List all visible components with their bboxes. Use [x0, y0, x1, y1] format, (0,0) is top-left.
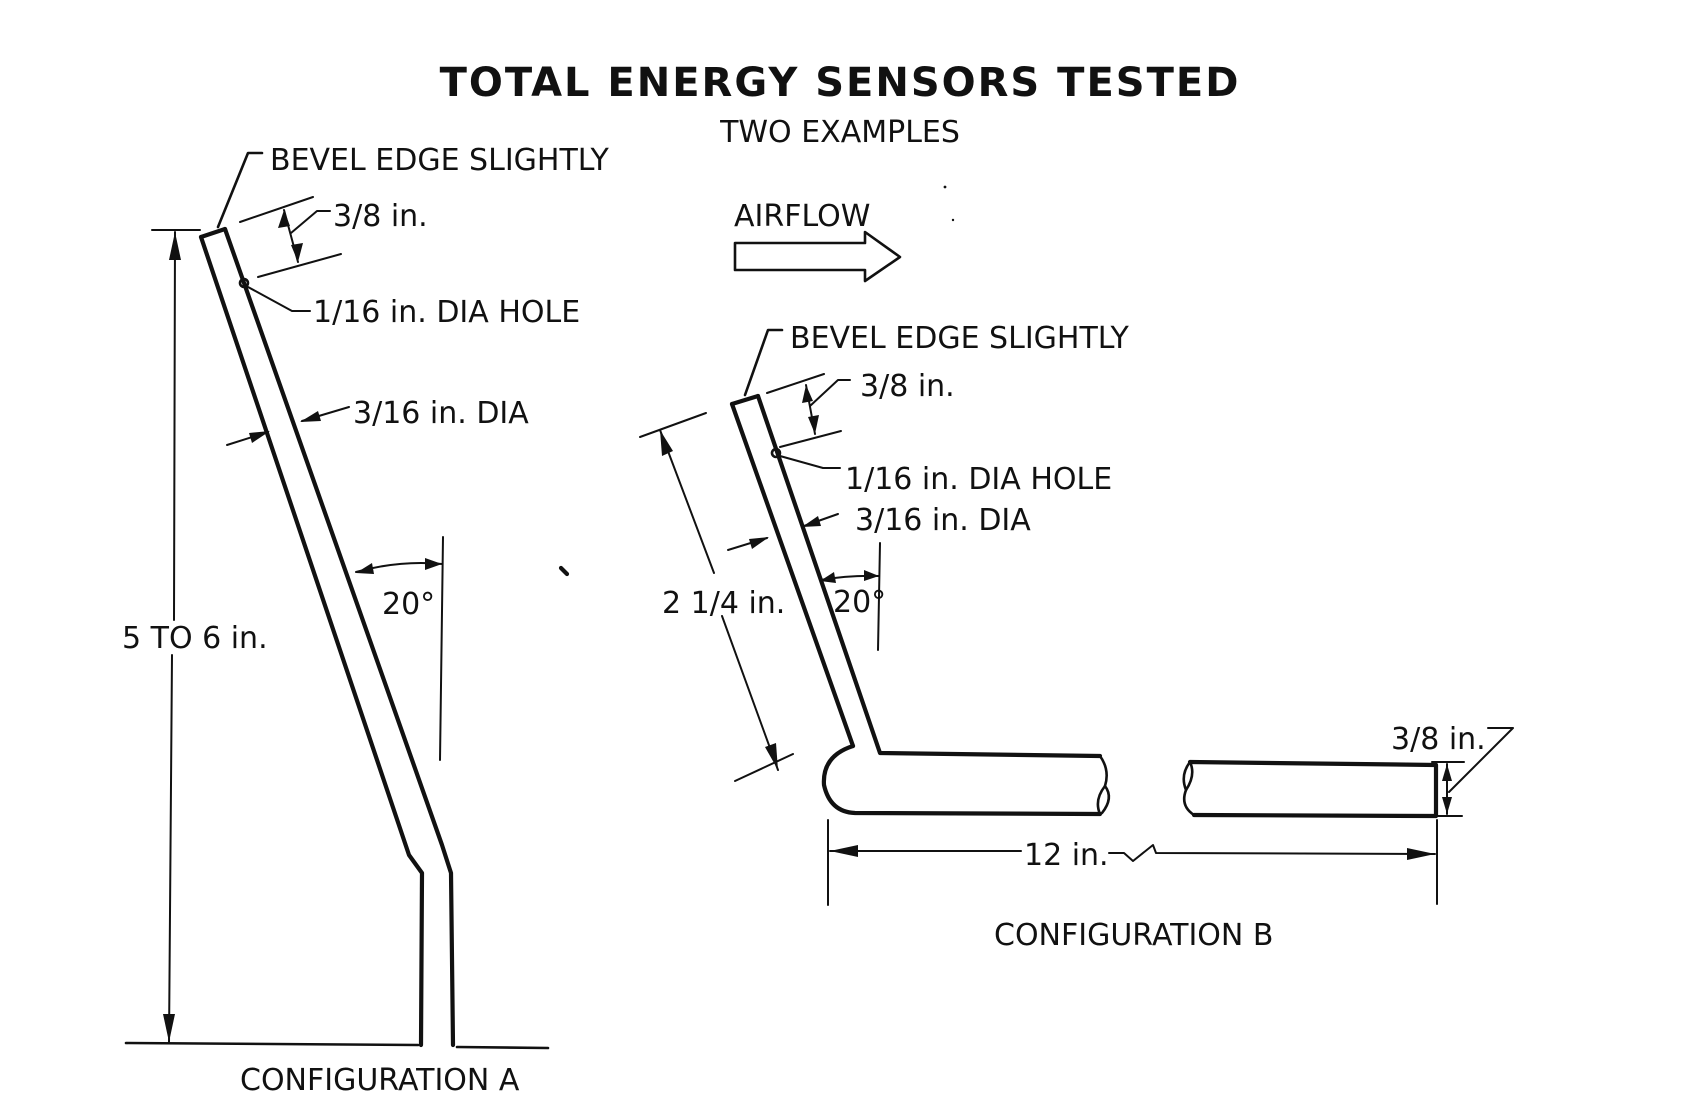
config-a-hole-label: 1/16 in. DIA HOLE — [313, 295, 580, 330]
arrowhead-icon — [864, 570, 879, 581]
configuration-b: BEVEL EDGE SLIGHTLY 3/8 in. 1/16 in. DIA… — [639, 321, 1514, 953]
arrowhead-icon — [163, 1014, 175, 1042]
config-b-extension-line — [779, 430, 842, 448]
config-a-baseline — [124, 1041, 420, 1047]
speck-mark — [558, 565, 570, 577]
arrowhead-icon — [660, 430, 673, 456]
config-b-tube — [729, 393, 1439, 819]
arrowhead-icon — [425, 558, 442, 570]
config-b-hole-label: 1/16 in. DIA HOLE — [845, 462, 1112, 497]
config-a-angle-reference — [439, 536, 444, 761]
arrowhead-icon — [820, 572, 836, 583]
config-b-caption: CONFIGURATION B — [994, 918, 1273, 953]
diagram-title: TOTAL ENERGY SENSORS TESTED — [440, 60, 1241, 106]
config-a-baseline — [455, 1045, 550, 1050]
config-b-boom-dia-leader — [1448, 727, 1514, 793]
config-b-bevel-label: BEVEL EDGE SLIGHTLY — [790, 321, 1130, 356]
airflow-label: AIRFLOW — [734, 199, 870, 234]
config-a-tube — [198, 226, 456, 1048]
speck-mark — [951, 218, 955, 222]
config-b-length-extension — [639, 412, 707, 438]
config-b-hole-leader — [779, 455, 841, 469]
arrowhead-icon — [249, 431, 270, 443]
config-a-height-line — [168, 654, 173, 1043]
arrowhead-icon — [808, 415, 819, 434]
config-b-offset-leader — [809, 379, 851, 407]
airflow-indicator: AIRFLOW — [733, 199, 902, 283]
config-b-boom-break-line — [1108, 844, 1436, 862]
arrowhead-icon — [278, 210, 290, 228]
config-a-offset-leader — [290, 210, 331, 234]
config-a-offset-label: 3/8 in. — [333, 199, 428, 234]
arrowhead-icon — [291, 243, 303, 262]
arrowhead-icon — [802, 516, 821, 527]
arrowhead-icon — [1407, 848, 1435, 860]
config-b-length-line — [659, 429, 715, 574]
config-a-height-label: 5 TO 6 in. — [122, 621, 268, 656]
config-b-bevel-leader — [743, 328, 784, 397]
arrowhead-icon — [1442, 764, 1452, 781]
arrowhead-icon — [1442, 797, 1452, 814]
config-a-extension-line — [257, 253, 342, 278]
config-b-length-extension — [734, 753, 794, 782]
config-a-dia-label: 3/16 in. DIA — [353, 396, 529, 431]
config-b-angle-reference — [877, 542, 881, 651]
config-a-height-line — [173, 231, 176, 621]
config-b-length-label: 2 1/4 in. — [662, 586, 785, 621]
config-b-offset-label: 3/8 in. — [860, 369, 955, 404]
config-b-boom-dia-label: 3/8 in. — [1391, 722, 1486, 757]
arrowhead-icon — [169, 232, 181, 260]
config-a-bevel-label: BEVEL EDGE SLIGHTLY — [270, 143, 610, 178]
config-b-boom-length-label: 12 in. — [1024, 838, 1109, 873]
arrowhead-icon — [300, 411, 321, 422]
config-a-caption: CONFIGURATION A — [240, 1063, 520, 1098]
arrowhead-icon — [356, 563, 374, 574]
diagram-subtitle: TWO EXAMPLES — [719, 115, 960, 150]
arrowhead-icon — [749, 537, 769, 549]
config-a-extension-line — [239, 196, 314, 223]
config-a-hole-leader — [247, 286, 311, 312]
right-arrow-icon — [733, 230, 902, 283]
config-a-angle-label: 20° — [382, 587, 435, 622]
arrowhead-icon — [830, 845, 858, 857]
config-a-bevel-leader — [216, 151, 264, 229]
config-b-length-line — [721, 615, 779, 771]
arrowhead-icon — [765, 743, 778, 770]
speck-mark — [943, 185, 947, 189]
config-b-extension-line — [766, 373, 825, 394]
configuration-a: BEVEL EDGE SLIGHTLY 3/8 in. 1/16 in. DIA… — [122, 143, 610, 1098]
arrowhead-icon — [802, 385, 813, 403]
config-b-angle-label: 20° — [833, 585, 886, 620]
config-b-dia-label: 3/16 in. DIA — [855, 503, 1031, 538]
